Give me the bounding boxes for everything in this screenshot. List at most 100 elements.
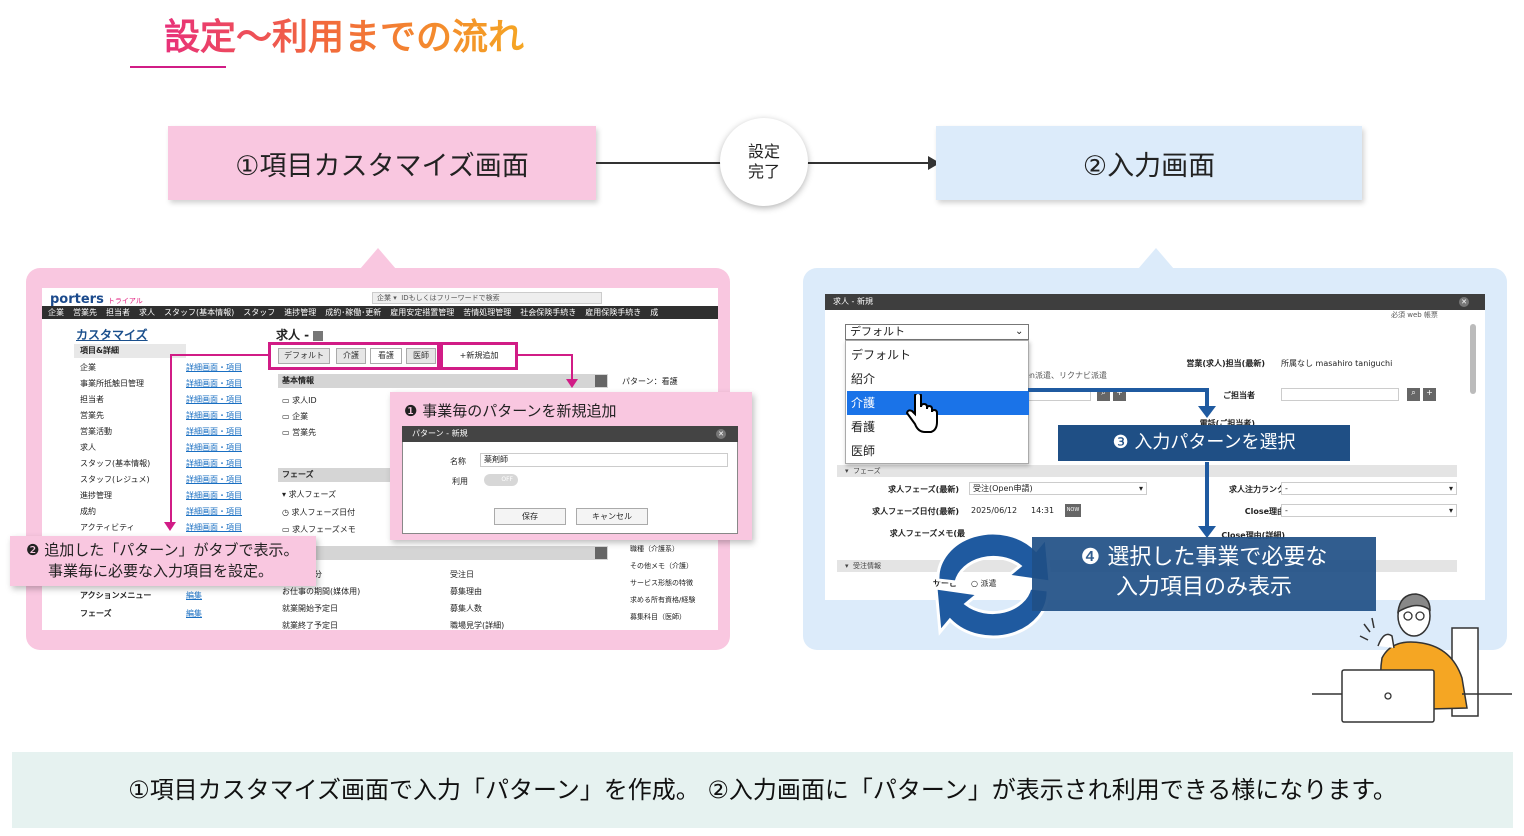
flow-arrow [1205, 462, 1209, 526]
save-button[interactable]: 保存 [494, 508, 566, 525]
detail-link[interactable]: 詳細画面・項目 [186, 395, 242, 404]
close-select[interactable]: -▾ [1281, 504, 1457, 517]
side-item: フェーズ編集 [80, 606, 280, 622]
menu-item[interactable]: 成約･稼働･更新 [325, 308, 382, 317]
field-row: 求める所有資格/経験 [630, 596, 696, 604]
right-panel-pointer [1138, 248, 1174, 269]
add-new-tab-button[interactable]: +新規追加 [440, 342, 518, 370]
menu-item[interactable]: 雇用保険手続き [585, 308, 642, 317]
tabs-highlight [268, 342, 440, 370]
connector-line [170, 354, 268, 356]
field-row: サービス形態の特徴 [630, 579, 693, 587]
field-phase-memo: ▭ 求人フェーズメモ [282, 525, 356, 534]
callout-tab-display: ❷ 追加した「パターン」がタブで表示。 事業毎に必要な入力項目を設定。 [10, 536, 316, 586]
close-label: Close理由 [1244, 507, 1285, 516]
field-row: その他メモ（介護） [630, 562, 693, 570]
pattern-dialog [402, 426, 738, 534]
side-header: 項目&詳細 [74, 344, 186, 358]
side-item: 求人詳細画面・項目 [80, 440, 280, 456]
now-button[interactable]: NOW [1065, 504, 1081, 517]
detail-link[interactable]: 詳細画面・項目 [186, 475, 242, 484]
detail-link[interactable]: 詳細画面・項目 [186, 411, 242, 420]
chevron-down-icon[interactable]: ⌄ [1015, 326, 1024, 337]
pattern-select[interactable]: デフォルト [845, 324, 1029, 340]
tab-default[interactable]: デフォルト [278, 348, 330, 364]
callout-add-pattern-text: ❶ 事業毎のパターンを新規追加 [404, 402, 617, 420]
detail-link[interactable]: 詳細画面・項目 [186, 459, 242, 468]
side-item: 事業所抵触日管理詳細画面・項目 [80, 376, 280, 392]
sales-label: 営業(求人)担当(最新) [1186, 359, 1265, 368]
menu-item[interactable]: スタッフ [243, 308, 276, 317]
close-icon[interactable]: ✕ [716, 429, 726, 439]
side-item: 企業詳細画面・項目 [80, 360, 280, 376]
phase-select[interactable]: 受注(Open申請)▾ [969, 482, 1147, 495]
detail-link[interactable]: 詳細画面・項目 [186, 443, 242, 452]
scrollbar[interactable] [1470, 324, 1476, 394]
flow-arrow [1205, 388, 1209, 408]
global-search[interactable]: 企業 ▾ IDもしくはフリーワードで検索 [372, 292, 602, 304]
edit-link[interactable]: 編集 [186, 591, 202, 600]
detail-link[interactable]: 詳細画面・項目 [186, 523, 242, 532]
menu-item[interactable]: 苦情処理管理 [463, 308, 512, 317]
callout-tab-display-line2: 事業毎に必要な入力項目を設定。 [48, 562, 274, 580]
option-care[interactable]: 介護 [847, 391, 1029, 415]
callout-select-pattern: ❸ 入力パターンを選択 [1058, 425, 1350, 461]
contact-input[interactable] [1281, 388, 1399, 401]
setup-complete-circle: 設定 完了 [720, 118, 808, 206]
add-icon[interactable]: + [1423, 388, 1436, 401]
search-icon[interactable]: ⌕ [1407, 388, 1420, 401]
name-input[interactable]: 薬剤師 [480, 453, 728, 467]
menu-item[interactable]: 雇用安定措置管理 [390, 308, 455, 317]
tab-nursing[interactable]: 看護 [370, 348, 402, 364]
menu-item[interactable]: 社会保険手続き [520, 308, 577, 317]
use-toggle[interactable]: OFF [484, 474, 518, 486]
edit-icon[interactable] [313, 330, 324, 341]
option-doctor[interactable]: 医師 [851, 444, 876, 458]
menu-item[interactable]: 営業先 [73, 308, 97, 317]
detail-link[interactable]: 詳細画面・項目 [186, 379, 242, 388]
connector-arrowhead [164, 522, 176, 531]
menu-item[interactable]: 求人 [139, 308, 155, 317]
customize-heading[interactable]: カスタマイズ [76, 328, 148, 342]
detail-link[interactable]: 詳細画面・項目 [186, 507, 242, 516]
contact-label: ご担当者 [1223, 391, 1255, 400]
legend: 必須 web 帳票 [1391, 311, 1438, 319]
time-value[interactable]: 14:31 [1031, 506, 1055, 515]
side-item: 成約詳細画面・項目 [80, 504, 280, 520]
side-item-label: 営業先 [80, 411, 104, 420]
detail-link[interactable]: 詳細画面・項目 [186, 363, 242, 372]
tab-doctor[interactable]: 医師 [406, 348, 436, 364]
field-row: 職種（介護系） [630, 545, 679, 553]
option-introduction[interactable]: 紹介 [851, 372, 876, 386]
menu-item[interactable]: 企業 [48, 308, 64, 317]
phone-label: 電話(ご担当者) [1199, 419, 1255, 428]
service-option[interactable]: ○ 派遣 [971, 579, 997, 588]
option-nursing[interactable]: 看護 [851, 420, 876, 434]
edit-icon[interactable] [595, 375, 607, 387]
menu-item[interactable]: 担当者 [106, 308, 130, 317]
detail-link[interactable]: 詳細画面・項目 [186, 427, 242, 436]
use-label: 利用 [452, 477, 468, 486]
cancel-button[interactable]: キャンセル [576, 508, 648, 525]
connector-arrowhead [566, 379, 578, 388]
menu-item[interactable]: 進捗管理 [284, 308, 317, 317]
group-basic: 基本情報 [278, 374, 608, 388]
side-item-label: 担当者 [80, 395, 104, 404]
option-default[interactable]: デフォルト [851, 348, 912, 362]
detail-link[interactable]: 詳細画面・項目 [186, 491, 242, 500]
edit-link[interactable]: 編集 [186, 609, 202, 618]
close-icon[interactable]: ✕ [1459, 297, 1469, 307]
callout-tab-display-line1: ❷ 追加した「パターン」がタブで表示。 [26, 541, 299, 559]
edit-icon[interactable] [595, 547, 607, 559]
rank-label: 求人注力ランク [1229, 485, 1285, 494]
menu-item[interactable]: 成 [650, 308, 659, 317]
side-item: アクションメニュー編集 [80, 588, 280, 604]
field-row: 募集人数 [450, 604, 482, 613]
pattern-dropdown: デフォルト 紹介 介護 看護 医師 [845, 340, 1029, 464]
side-item-label: スタッフ(基本情報) [80, 459, 151, 468]
date-value[interactable]: 2025/06/12 [971, 506, 1018, 515]
tab-care[interactable]: 介護 [336, 348, 366, 364]
phase-label: 求人フェーズ(最新) [888, 485, 959, 494]
menu-item[interactable]: スタッフ(基本情報) [164, 308, 235, 317]
rank-select[interactable]: -▾ [1281, 482, 1457, 495]
